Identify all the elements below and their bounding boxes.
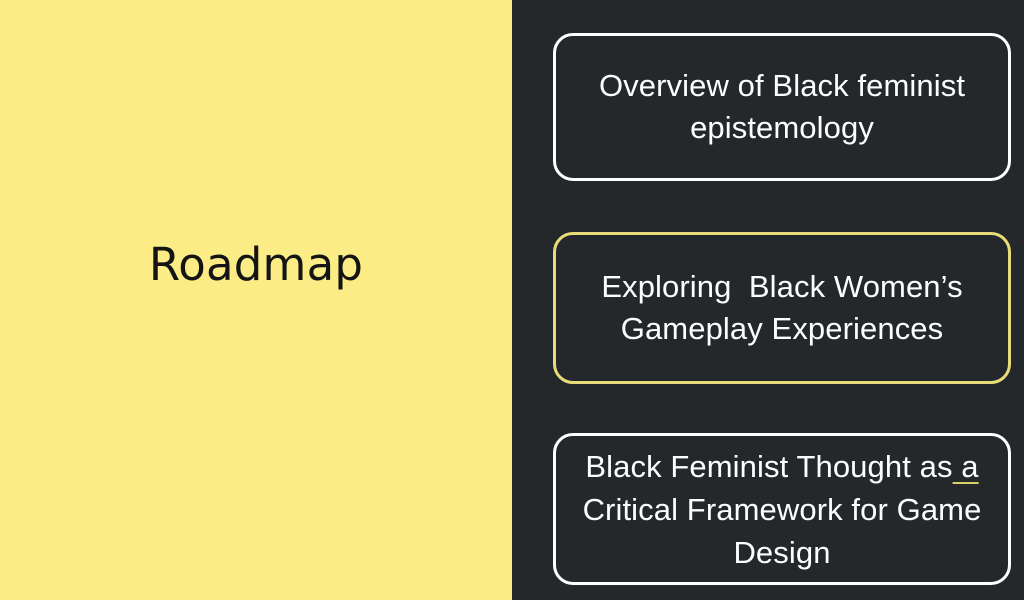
page-title: Roadmap [148,238,364,292]
framework-text-after: Critical Framework for Game Design [582,448,991,570]
roadmap-card-framework[interactable]: Black Feminist Thought as a Critical Fra… [553,433,1011,585]
roadmap-card-gameplay[interactable]: Exploring Black Women’s Gameplay Experie… [553,232,1011,384]
roadmap-card-overview[interactable]: Overview of Black feminist epistemology [553,33,1011,181]
roadmap-card-framework-label: Black Feminist Thought as a Critical Fra… [566,445,998,574]
roadmap-card-gameplay-label: Exploring Black Women’s Gameplay Experie… [601,269,972,346]
framework-text-underlined: a [952,448,979,484]
left-yellow-panel: Roadmap [0,0,512,600]
right-dark-panel: Overview of Black feminist epistemology … [512,0,1024,600]
roadmap-card-overview-label: Overview of Black feminist epistemology [598,68,974,145]
framework-text-before: Black Feminist Thought as [585,448,953,484]
